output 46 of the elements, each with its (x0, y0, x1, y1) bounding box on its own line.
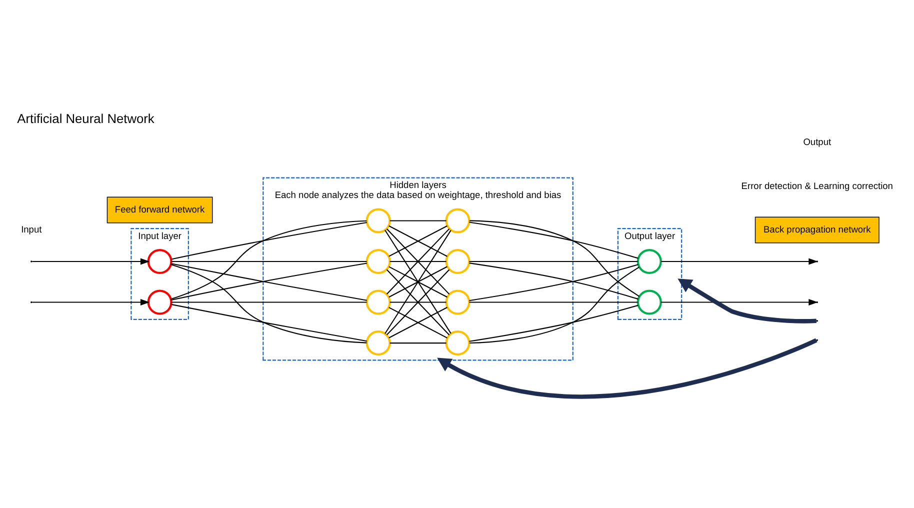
cluster: Output layer (617, 228, 682, 320)
connector (171, 222, 367, 260)
node-circle (366, 248, 391, 274)
cluster: Hidden layers Each node analyzes the data based on weightage, threshold and bias (262, 177, 574, 361)
connector (390, 220, 446, 222)
node-circle (366, 330, 391, 356)
connector (390, 342, 446, 344)
node-circle (636, 290, 662, 315)
node-circle (147, 290, 172, 315)
connector (386, 269, 450, 336)
label: Input (21, 224, 42, 234)
connector (171, 302, 367, 303)
arrow (678, 278, 816, 324)
arrow (32, 299, 150, 306)
arrow (437, 338, 818, 398)
connector (388, 266, 448, 298)
connector (170, 220, 367, 300)
node-circle (445, 248, 470, 274)
node-circle (445, 208, 470, 234)
connector (171, 304, 367, 342)
connector (390, 302, 446, 303)
connector (469, 260, 638, 262)
connector (469, 302, 638, 303)
node-box: Feed forward network (106, 196, 213, 224)
node-box: Back propagation network (754, 216, 880, 244)
node-circle (147, 248, 172, 274)
connector (170, 264, 367, 344)
node-circle (445, 290, 470, 315)
connector (469, 222, 638, 259)
node-circle (366, 290, 391, 315)
diagram-title: Artificial Neural Network (17, 111, 154, 126)
connector (469, 266, 640, 344)
cluster: Input layer (130, 228, 189, 320)
connector (469, 304, 638, 342)
connector (390, 260, 446, 262)
connector (171, 260, 367, 262)
connector (469, 220, 640, 297)
node-circle (636, 248, 662, 274)
node-circle (366, 208, 391, 234)
label: Output (803, 137, 832, 148)
connector (388, 225, 448, 257)
arrow (32, 258, 150, 265)
connector (388, 306, 448, 338)
label: Error detection & Learning correction (741, 180, 893, 191)
node-circle (445, 330, 470, 356)
connector (386, 228, 450, 295)
